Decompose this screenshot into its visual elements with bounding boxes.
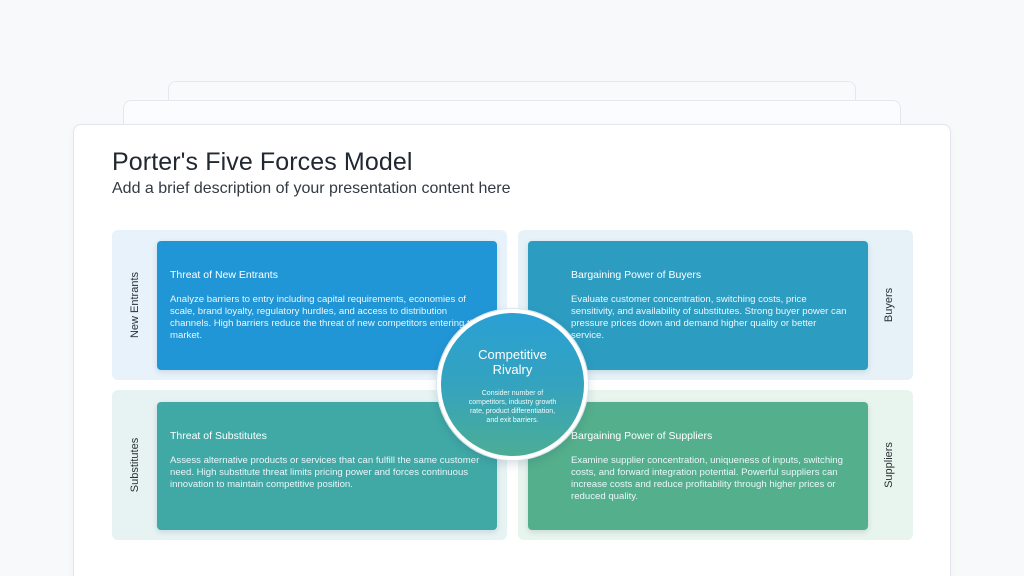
- force-title-substitutes: Threat of Substitutes: [170, 430, 267, 442]
- force-description-buyers: Evaluate customer concentration, switchi…: [571, 294, 847, 341]
- side-label-buyers: Buyers: [883, 287, 895, 323]
- competitive-rivalry-circle: Competitive Rivalry Consider number of c…: [437, 309, 588, 460]
- force-box-substitutes: Threat of Substitutes Assess alternative…: [157, 402, 497, 530]
- force-description-new-entrants: Analyze barriers to entry including capi…: [170, 294, 481, 341]
- force-title-suppliers: Bargaining Power of Suppliers: [571, 430, 713, 442]
- force-box-new-entrants: Threat of New Entrants Analyze barriers …: [157, 241, 497, 370]
- force-description-suppliers: Examine supplier concentration, uniquene…: [571, 455, 843, 502]
- side-label-substitutes: Substitutes: [129, 437, 141, 493]
- slide-title: Porter's Five Forces Model: [112, 148, 413, 176]
- force-title-buyers: Bargaining Power of Buyers: [571, 269, 702, 281]
- center-title: Competitive Rivalry: [478, 347, 547, 377]
- force-description-substitutes: Assess alternative products or services …: [170, 455, 480, 490]
- slide-subtitle: Add a brief description of your presenta…: [112, 180, 511, 197]
- force-box-buyers: Bargaining Power of Buyers Evaluate cust…: [528, 241, 868, 370]
- force-box-suppliers: Bargaining Power of Suppliers Examine su…: [528, 402, 868, 530]
- force-title-new-entrants: Threat of New Entrants: [170, 269, 278, 281]
- center-description: Consider number of competitors, industry…: [468, 390, 557, 424]
- side-label-suppliers: Suppliers: [883, 442, 895, 488]
- side-label-new-entrants: New Entrants: [129, 271, 141, 339]
